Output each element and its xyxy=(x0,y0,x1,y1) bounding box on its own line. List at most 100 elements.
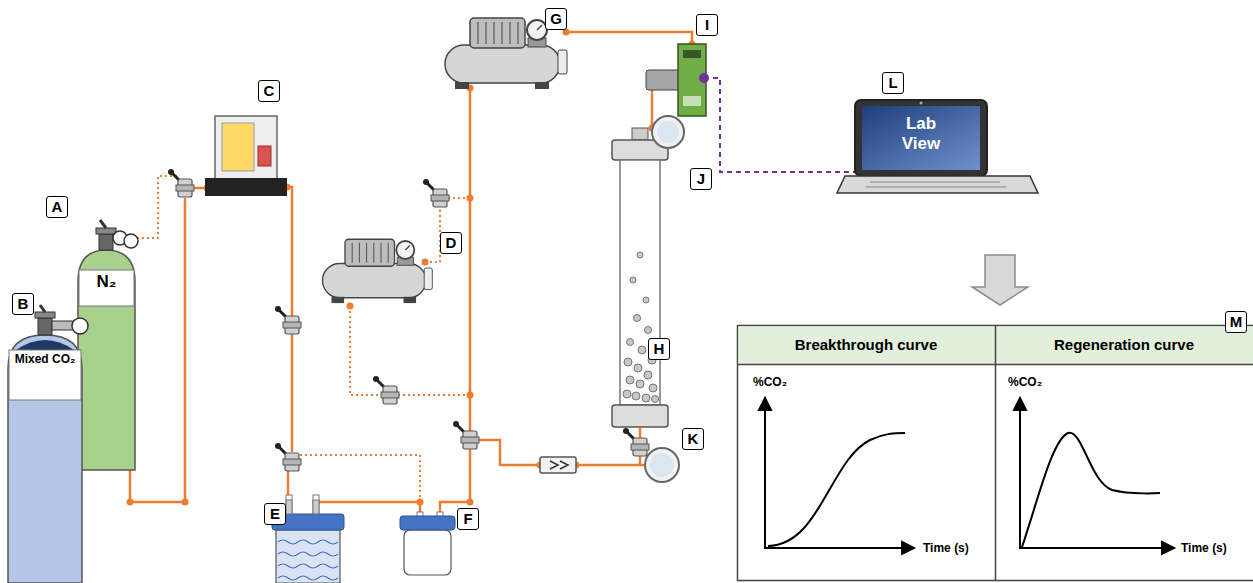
drawing-part xyxy=(291,334,294,452)
drawing-part xyxy=(699,73,709,83)
drawing-part xyxy=(995,325,997,581)
pressure-gauge xyxy=(645,448,679,482)
drawing-part xyxy=(205,178,287,196)
drawing-part xyxy=(644,371,652,379)
drawing-part xyxy=(759,398,771,410)
gas-pipes xyxy=(92,32,692,525)
drawing-part xyxy=(683,96,701,106)
drawing-part xyxy=(627,339,634,346)
drawing-part xyxy=(704,78,878,172)
drawing-part xyxy=(768,433,905,546)
drawing-part xyxy=(866,187,1006,188)
drawing-part xyxy=(649,384,657,392)
drawing-part xyxy=(634,315,641,322)
drawing-part xyxy=(650,453,674,477)
drawing-part xyxy=(632,128,648,140)
drawing-part xyxy=(632,392,640,400)
callout-number: F xyxy=(457,508,479,530)
cylinder-label: N₂ xyxy=(78,272,135,304)
laptop xyxy=(837,100,1038,193)
callout-number: J xyxy=(690,168,712,190)
drawing-part xyxy=(550,461,568,469)
drawing-part xyxy=(764,405,766,549)
drawing-part xyxy=(124,234,138,248)
drawing-part xyxy=(862,106,980,170)
drawing-part xyxy=(373,376,399,404)
drawing-part xyxy=(78,250,135,470)
drawing-part xyxy=(630,277,636,283)
drawing-part xyxy=(902,542,914,554)
drawing-part xyxy=(1162,542,1174,554)
drawing-part xyxy=(478,440,540,465)
drawing-part xyxy=(453,421,479,449)
drawing-part xyxy=(645,327,652,334)
drawing-part xyxy=(425,206,440,262)
drawing-part xyxy=(79,270,134,306)
callout-number: H xyxy=(648,338,670,360)
vacuum-lines xyxy=(132,176,470,500)
drawing-part xyxy=(40,305,45,312)
drawing-part xyxy=(275,443,301,471)
axis-label: Time (s) xyxy=(923,541,989,557)
drawing-part xyxy=(72,318,88,334)
chart-title: Regeneration curve xyxy=(995,326,1253,364)
drawing-part xyxy=(404,530,451,575)
drawing-part xyxy=(642,394,650,402)
drawing-part xyxy=(652,116,684,148)
drawing-part xyxy=(215,116,277,180)
drawing-part xyxy=(467,499,474,506)
axis-label: %CO₂ xyxy=(753,375,813,391)
drawing-part xyxy=(683,50,701,58)
flow-meter xyxy=(540,457,576,473)
chart-axes xyxy=(759,398,1174,554)
callout-number: D xyxy=(440,232,462,254)
drawing-part xyxy=(132,176,178,238)
drawing-part xyxy=(612,405,668,427)
drawing-part xyxy=(276,530,340,583)
drawing-part xyxy=(634,364,642,372)
drawing-part xyxy=(52,321,74,330)
drawing-part xyxy=(646,70,680,90)
drawing-part xyxy=(422,259,429,266)
drawing-part xyxy=(258,146,271,166)
callout-number: L xyxy=(882,72,904,94)
axis-label: Time (s) xyxy=(1181,541,1245,557)
callout-number: E xyxy=(264,503,286,525)
drawing-part xyxy=(643,297,649,303)
drawing-part xyxy=(300,455,420,500)
drawing-part xyxy=(576,464,644,467)
gas-cylinder: N₂ xyxy=(78,250,135,470)
drawing-part xyxy=(624,358,632,366)
drawing-part xyxy=(467,392,474,399)
drawing-part xyxy=(38,318,52,335)
drawing-part xyxy=(287,470,290,498)
drawing-part xyxy=(637,252,643,258)
drawing-part xyxy=(423,179,449,207)
drawing-part xyxy=(287,187,292,316)
pipe-joints xyxy=(89,29,696,506)
drawing-part xyxy=(764,547,905,549)
chart-cell: Breakthrough curve%CO₂Time (s) xyxy=(737,325,995,580)
drawing-part xyxy=(168,169,194,197)
laptop-screen: Lab View xyxy=(838,100,1036,195)
axis-label: %CO₂ xyxy=(1008,375,1068,391)
drawing-part xyxy=(275,306,301,334)
drawing-part xyxy=(278,564,338,568)
drawing-part xyxy=(99,234,113,250)
drawing-part xyxy=(127,499,134,506)
drawing-part xyxy=(278,540,338,544)
callout-number: G xyxy=(545,8,567,30)
result-panel xyxy=(737,325,1253,581)
drawing-part xyxy=(652,396,659,403)
callout-number: M xyxy=(1225,311,1247,333)
drawing-part xyxy=(1019,405,1021,549)
block-arrow xyxy=(972,255,1028,305)
drawing-part xyxy=(651,90,654,128)
drawing-part xyxy=(566,32,692,44)
chart-cell: Regeneration curve %CO₂ Time (s) xyxy=(995,325,1253,580)
drawing-part xyxy=(1014,398,1026,410)
drawing-part xyxy=(286,500,292,514)
drawing-part xyxy=(467,195,474,202)
